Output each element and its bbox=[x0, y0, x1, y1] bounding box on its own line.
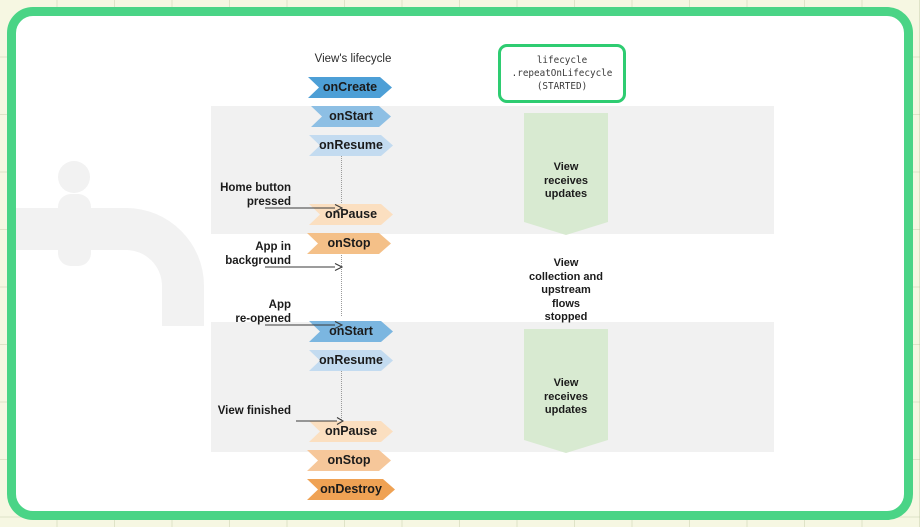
user-event-arrow bbox=[265, 316, 344, 329]
lifecycle-column-title: View's lifecycle bbox=[314, 53, 392, 65]
repeat-on-lifecycle-box: lifecycle .repeatOnLifecycle (STARTED) bbox=[498, 44, 626, 103]
user-event-label: App in background bbox=[225, 241, 291, 267]
user-event-arrow bbox=[265, 258, 344, 271]
green-rounded-frame: View's lifecycle lifecycle .repeatOnLife… bbox=[7, 7, 913, 520]
lifecycle-chevron-start: onStart bbox=[309, 321, 393, 342]
repeat-on-lifecycle-code: lifecycle .repeatOnLifecycle (STARTED) bbox=[511, 55, 613, 92]
lifecycle-chevron-pause: onPause bbox=[309, 421, 393, 442]
lifecycle-chevron-resume: onResume bbox=[309, 135, 393, 156]
user-event-label: View finished bbox=[217, 405, 291, 417]
lifecycle-chevron-resume: onResume bbox=[309, 350, 393, 371]
timeline-dotted-line-2 bbox=[341, 244, 342, 316]
flow-state-label-active-1: View receives updates bbox=[543, 161, 589, 200]
lifecycle-chevron-start: onStart bbox=[311, 106, 391, 127]
user-event-label: Home button pressed bbox=[220, 182, 291, 208]
flow-active-band-2 bbox=[524, 329, 608, 453]
user-event-arrow bbox=[265, 199, 344, 212]
timeline-dotted-line-3 bbox=[341, 371, 342, 424]
lifecycle-band-active-1 bbox=[211, 106, 774, 234]
flow-active-band-1 bbox=[524, 113, 608, 235]
lifecycle-band-active-2 bbox=[211, 322, 774, 452]
lifecycle-chevron-destroy: onDestroy bbox=[307, 479, 395, 500]
flow-state-label-active-2: View receives updates bbox=[543, 377, 589, 416]
user-event-arrow bbox=[296, 412, 345, 425]
lifecycle-chevron-stop: onStop bbox=[307, 233, 391, 254]
timeline-dotted-line-1 bbox=[341, 154, 342, 207]
lifecycle-chevron-stop: onStop bbox=[307, 450, 391, 471]
lifecycle-chevron-create: onCreate bbox=[308, 77, 392, 98]
user-event-label: App re-opened bbox=[235, 299, 291, 325]
flow-state-label-stopped: View collection and upstream flows stopp… bbox=[529, 257, 603, 323]
